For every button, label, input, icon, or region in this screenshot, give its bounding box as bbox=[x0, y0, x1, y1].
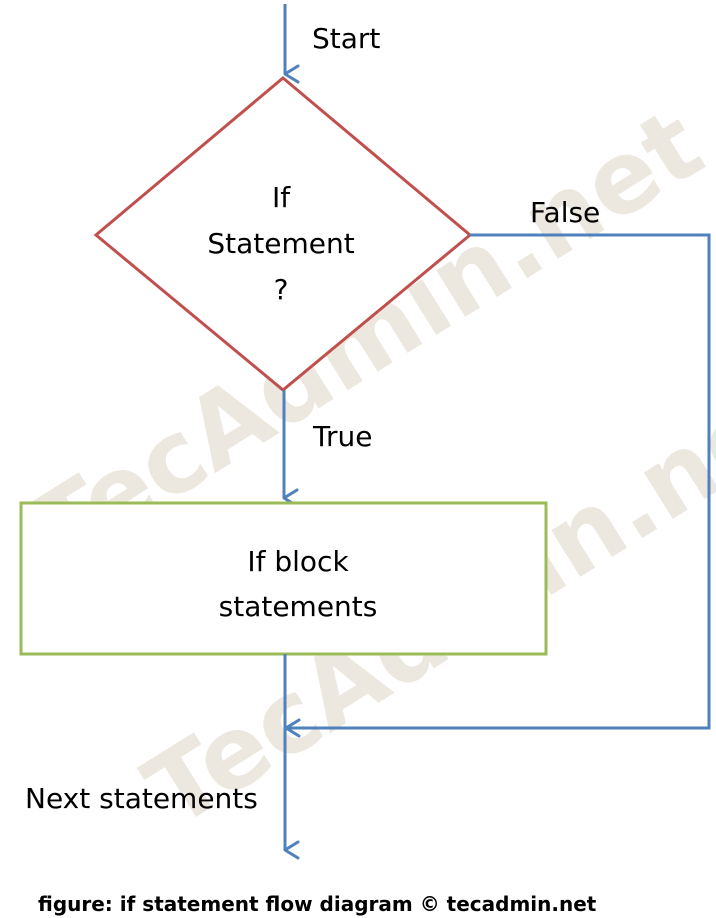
false-branch-connector bbox=[284, 233, 711, 738]
decision-line-1: If bbox=[272, 181, 291, 214]
if-block-line-2: statements bbox=[219, 590, 378, 623]
if-block-line-1: If block bbox=[247, 545, 349, 578]
true-label: True bbox=[312, 420, 372, 453]
if-block-box bbox=[19, 501, 548, 656]
start-label: Start bbox=[312, 22, 380, 55]
decision-line-3: ? bbox=[274, 273, 289, 306]
next-statements-label: Next statements bbox=[25, 782, 258, 815]
false-label: False bbox=[530, 196, 600, 229]
figure-caption: figure: if statement flow diagram © teca… bbox=[38, 892, 597, 916]
decision-line-2: Statement bbox=[207, 227, 354, 260]
